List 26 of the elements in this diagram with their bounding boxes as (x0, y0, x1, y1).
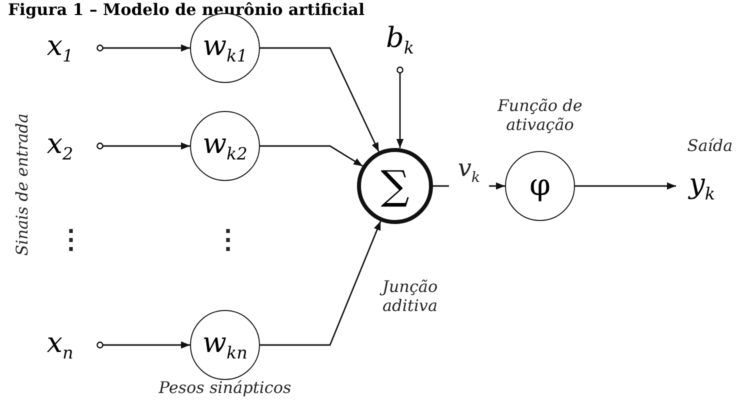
figure-title: Figura 1 – Modelo de neurônio artificial (8, 0, 365, 19)
arrow (260, 47, 380, 152)
arrow (96, 341, 190, 349)
symbol-text: w$_{k1}$ (202, 32, 248, 64)
symbol-text: ∑ (380, 166, 410, 206)
symbol-text: w$_{kn}$ (202, 328, 248, 362)
symbol-text: w$_{k2}$ (202, 130, 248, 162)
arrow (260, 220, 382, 346)
arrow (575, 182, 676, 190)
caption-text: Saída (686, 136, 734, 156)
caption-text: Junção aditiva (355, 277, 465, 316)
ellipsis-mark: ⋮ (215, 225, 235, 256)
caption-text: Sinais de entrada (12, 112, 32, 258)
arrow (396, 66, 404, 148)
symbol-label: b$_{k}$ (375, 20, 425, 60)
symbol-label: y$_{k}$ (682, 164, 722, 208)
symbol-text: φ (529, 171, 550, 201)
arrow (260, 145, 363, 167)
ellipsis-mark: ⋮ (58, 225, 78, 256)
symbol-label: x$_{1}$ (30, 26, 90, 70)
caption-text: Função de ativação (496, 96, 584, 134)
symbol-label: x$_{2}$ (30, 124, 90, 168)
arrow (96, 44, 190, 52)
caption-text: Pesos sinápticos (158, 378, 292, 398)
symbol-label: x$_{n}$ (30, 323, 90, 367)
arrow (96, 142, 190, 150)
